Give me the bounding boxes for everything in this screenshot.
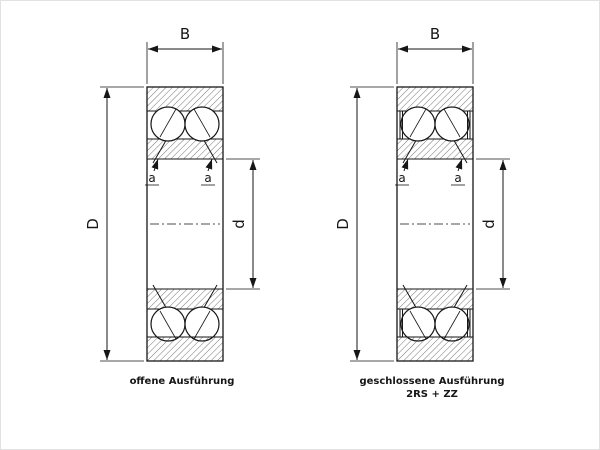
angle-label-a: a bbox=[148, 171, 155, 185]
angle-label-a: a bbox=[398, 171, 405, 185]
dim-label-d: d bbox=[230, 219, 248, 229]
dimension-D-left: D bbox=[84, 86, 144, 362]
caption-right-line2: 2RS + ZZ bbox=[406, 389, 458, 400]
caption-right-line1: geschlossene Ausführung bbox=[359, 376, 504, 387]
dim-label-B: B bbox=[430, 25, 440, 43]
bearing-cross-section bbox=[396, 86, 474, 362]
caption-left: offene Ausführung bbox=[130, 376, 235, 387]
angle-label-a: a bbox=[204, 171, 211, 185]
dim-label-D: D bbox=[84, 218, 102, 230]
dim-label-B: B bbox=[180, 25, 190, 43]
angle-callouts-right: a a bbox=[395, 158, 465, 186]
dim-label-D: D bbox=[334, 218, 352, 230]
angle-callouts-left: a a bbox=[145, 158, 215, 186]
dimension-d-left: d bbox=[226, 158, 260, 290]
dimension-d-right: d bbox=[476, 158, 510, 290]
leader-arrow bbox=[455, 158, 463, 172]
leader-arrow bbox=[151, 158, 159, 172]
dimension-D-right: D bbox=[334, 86, 394, 362]
dim-label-d: d bbox=[480, 219, 498, 229]
angle-label-a: a bbox=[454, 171, 461, 185]
bearing-cross-section bbox=[146, 86, 224, 362]
dimension-B-right: B bbox=[396, 25, 474, 84]
bearing-left-open: B D d a a offene Ausführung bbox=[84, 25, 260, 387]
leader-arrow bbox=[401, 158, 409, 172]
dimension-B-left: B bbox=[146, 25, 224, 84]
bearing-right-sealed: B D d a a geschlossene Ausführung 2RS + … bbox=[334, 25, 510, 400]
seal-lines bbox=[399, 111, 471, 337]
leader-arrow bbox=[205, 158, 213, 172]
